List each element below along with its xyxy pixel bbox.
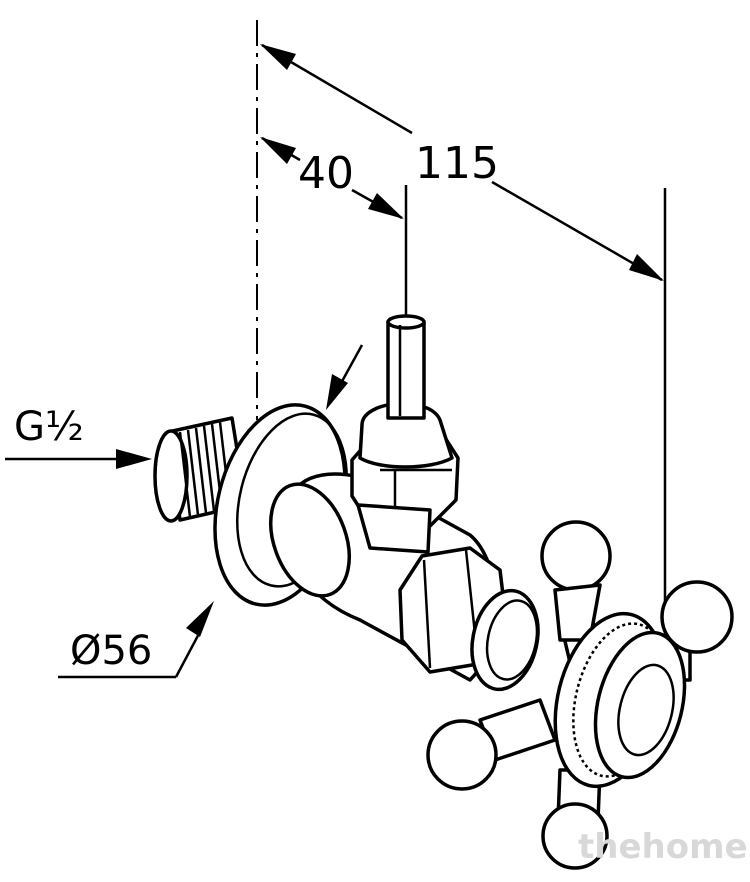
diameter-label: Ø56 xyxy=(70,628,152,674)
knurled-handle-disc xyxy=(553,611,687,789)
watermark-text: thehome xyxy=(578,827,748,867)
dimension-40 xyxy=(260,136,404,220)
cross-handle xyxy=(426,520,734,870)
thread-label: G½ xyxy=(14,404,84,450)
spindle-collar xyxy=(470,588,540,692)
dimension-label-115: 115 xyxy=(415,138,499,189)
outlet-pipe xyxy=(386,314,426,420)
rosette-leader xyxy=(326,344,364,410)
dimension-label-40: 40 xyxy=(298,148,354,199)
diameter-leader xyxy=(58,601,214,679)
outlet-hex-nut xyxy=(350,401,460,554)
thread-leader xyxy=(5,449,152,469)
dimension-115 xyxy=(260,43,664,282)
